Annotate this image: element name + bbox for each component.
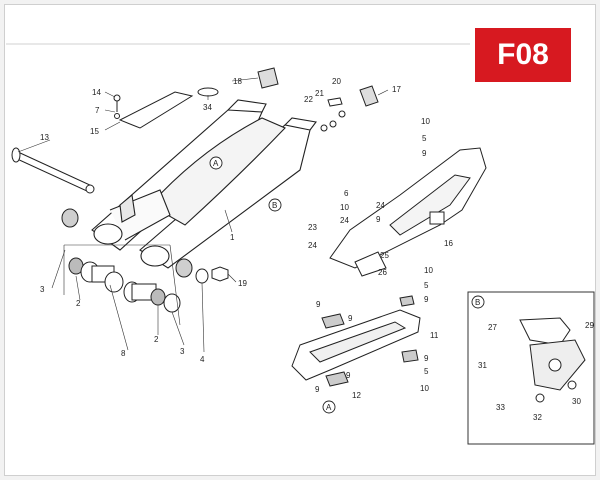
callout-21: 21 [315,89,324,98]
callout-24b: 24 [376,201,385,210]
bearing-stack [61,208,229,313]
callout-9f: 9 [424,354,429,363]
callout-23: 23 [308,223,317,232]
callout-24c: 24 [308,241,317,250]
callout-9a: 9 [422,149,427,158]
marker-a-top: A [213,159,219,168]
marker-a-bottom: A [326,403,332,412]
callout-31: 31 [478,361,487,370]
callout-16: 16 [444,239,453,248]
callout-25: 25 [380,251,389,260]
callout-4: 4 [200,355,205,364]
callout-15: 15 [90,127,99,136]
callout-22: 22 [304,95,313,104]
marker-b-inset: B [475,298,480,307]
callout-8: 8 [121,349,126,358]
chain-guard-16 [329,147,487,269]
leader-lines [17,77,389,353]
callout-29: 29 [585,321,594,330]
callout-6: 6 [344,189,349,198]
callout-10a: 10 [421,117,430,126]
callout-17: 17 [392,85,401,94]
top-small-parts [197,67,379,132]
callout-2a: 2 [76,299,81,308]
callout-10b: 10 [340,203,349,212]
callout-7: 7 [95,106,100,115]
callout-3b: 3 [180,347,185,356]
callout-5a: 5 [422,134,427,143]
callout-24a: 24 [340,216,349,225]
callout-2b: 2 [154,335,159,344]
chain-slider-11 [291,295,421,387]
callout-26: 26 [378,268,387,277]
callout-5c: 5 [424,367,429,376]
callout-9g: 9 [315,385,320,394]
bracket-25 [354,251,387,277]
callout-10d: 10 [420,384,429,393]
detail-marker-labels: A B A B [213,159,480,412]
callout-20: 20 [332,77,341,86]
callout-9c: 9 [424,295,429,304]
detail-markers [209,156,485,414]
callout-11: 11 [430,331,439,340]
callout-9d: 9 [316,300,321,309]
callout-32: 32 [533,413,542,422]
callout-30: 30 [572,397,581,406]
swingarm [91,99,317,269]
callout-18: 18 [233,77,242,86]
callout-19: 19 [238,279,247,288]
axle-13 [11,147,95,194]
callout-9h: 9 [346,371,351,380]
page-code-badge: F08 [475,28,571,82]
marker-b-main: B [272,201,277,210]
callout-27: 27 [488,323,497,332]
callout-9b: 9 [376,215,381,224]
callout-9e: 9 [348,314,353,323]
callout-33: 33 [496,403,505,412]
callout-14: 14 [92,88,101,97]
callout-5b: 5 [424,281,429,290]
callout-numbers: 1 2 2 3 3 4 8 13 14 7 15 18 34 20 21 22 … [40,77,594,422]
callout-1: 1 [230,233,235,242]
callout-13: 13 [40,133,49,142]
callout-12: 12 [352,391,361,400]
detail-b-inset [467,291,595,445]
callout-3a: 3 [40,285,45,294]
callout-34: 34 [203,103,212,112]
callout-10c: 10 [424,266,433,275]
chain-guide-top [113,91,194,129]
